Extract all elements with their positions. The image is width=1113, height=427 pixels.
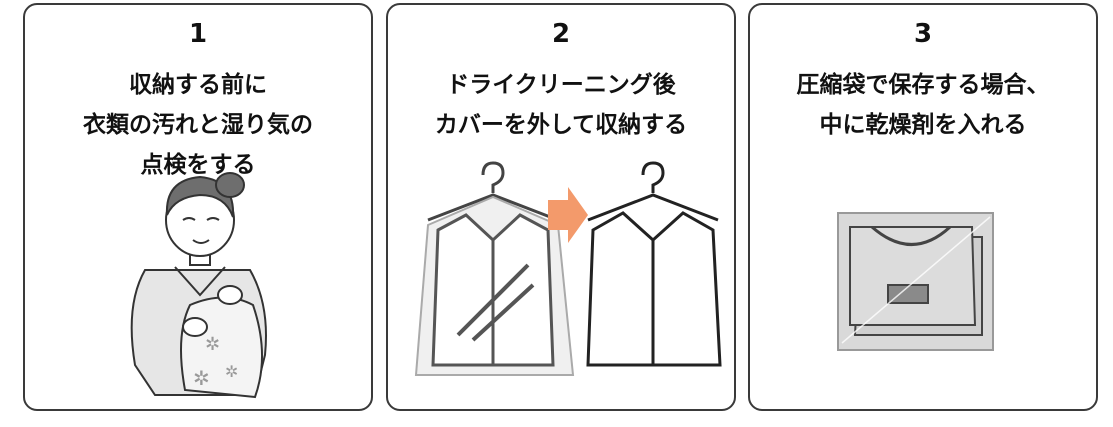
- covered-coat-icon: [414, 161, 575, 376]
- step-text: 圧縮袋で保存する場合、 中に乾燥剤を入れる: [750, 65, 1096, 145]
- compression-bag-illustration: [837, 212, 994, 351]
- step-text-line: カバーを外して収納する: [434, 112, 688, 138]
- step-text-line: 圧縮袋で保存する場合、: [796, 72, 1050, 98]
- coat-cover-removal-illustration: [414, 161, 722, 376]
- svg-text:✲: ✲: [193, 366, 210, 390]
- woman-checking-clothes-illustration: ✲ ✲ ✲: [130, 172, 267, 399]
- step-panel-1: 1 収納する前に 衣類の汚れと湿り気の 点検をする ✲ ✲ ✲: [23, 3, 373, 411]
- step-number: 2: [551, 19, 571, 49]
- svg-text:✲: ✲: [205, 334, 220, 355]
- step-number: 3: [913, 19, 933, 49]
- step-number: 1: [188, 19, 208, 49]
- uncovered-coat-icon: [586, 161, 722, 367]
- step-text-line: 衣類の汚れと湿り気の: [83, 112, 313, 138]
- arrow-icon: [548, 187, 588, 243]
- svg-text:✲: ✲: [225, 362, 238, 381]
- step-text: 収納する前に 衣類の汚れと湿り気の 点検をする: [25, 65, 371, 185]
- step-text-line: ドライクリーニング後: [446, 72, 676, 98]
- step-panel-2: 2 ドライクリーニング後 カバーを外して収納する: [386, 3, 736, 411]
- step-panel-3: 3 圧縮袋で保存する場合、 中に乾燥剤を入れる: [748, 3, 1098, 411]
- step-text: ドライクリーニング後 カバーを外して収納する: [388, 65, 734, 145]
- step-text-line: 収納する前に: [129, 72, 267, 98]
- step-text-line: 中に乾燥剤を入れる: [819, 112, 1027, 138]
- desiccant-icon: [887, 284, 929, 304]
